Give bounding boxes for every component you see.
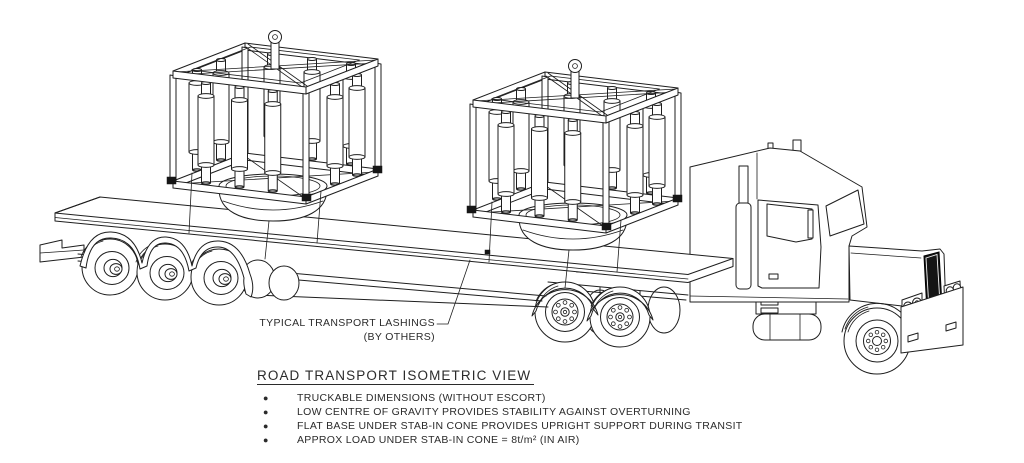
drive-fender-2 — [586, 292, 654, 322]
drive-wheel-1 — [534, 281, 596, 343]
note-text: FLAT BASE UNDER STAB-IN CONE PROVIDES UP… — [297, 420, 743, 432]
note-item: ● APPROX LOAD UNDER STAB-IN CONE = 8t/m²… — [263, 433, 743, 447]
trailer-deck — [54, 196, 734, 283]
trailer-bogie — [39, 231, 549, 308]
note-text: LOW CENTRE OF GRAVITY PROVIDES STABILITY… — [297, 406, 691, 418]
bullet-icon: ● — [263, 435, 269, 445]
trailer-wheel-1 — [80, 237, 139, 296]
trailer-wheel-3 — [189, 247, 248, 306]
lashings-callout-line2: (BY OTHERS) — [363, 331, 435, 343]
bullet-icon: ● — [263, 421, 269, 431]
note-text: TRUCKABLE DIMENSIONS (WITHOUT ESCORT) — [297, 392, 546, 404]
side-mirror — [807, 209, 814, 239]
far-trailer-wheel — [268, 265, 300, 301]
cab-body — [689, 147, 868, 303]
lashings-callout: TYPICAL TRANSPORT LASHINGS (BY OTHERS) — [259, 316, 435, 344]
leader-line — [436, 259, 471, 325]
steer-wheel — [843, 306, 911, 375]
lashing-anchor — [484, 249, 491, 255]
trailer-fender — [79, 231, 254, 298]
note-item: ● FLAT BASE UNDER STAB-IN CONE PROVIDES … — [263, 419, 743, 433]
note-item: ● LOW CENTRE OF GRAVITY PROVIDES STABILI… — [263, 405, 743, 419]
fuel-tank — [752, 313, 822, 341]
trailer-wheel-2 — [135, 242, 194, 301]
exhaust-muffler — [735, 202, 752, 290]
lashings-callout-line1: TYPICAL TRANSPORT LASHINGS — [259, 317, 435, 329]
gooseneck-end — [39, 239, 85, 263]
windshield — [825, 189, 865, 237]
drive-wheel-2 — [589, 286, 651, 348]
exhaust-stack — [738, 165, 749, 205]
note-text: APPROX LOAD UNDER STAB-IN CONE = 8t/m² (… — [297, 434, 580, 446]
cab-door — [757, 199, 822, 289]
door-window — [766, 203, 813, 243]
note-item: ● TRUCKABLE DIMENSIONS (WITHOUT ESCORT) — [263, 391, 743, 405]
bullet-icon: ● — [263, 407, 269, 417]
front-bumper — [900, 286, 964, 354]
door-handle — [768, 273, 779, 280]
notes-list: ● TRUCKABLE DIMENSIONS (WITHOUT ESCORT) … — [263, 391, 743, 447]
bullet-icon: ● — [263, 393, 269, 403]
drawing-title: ROAD TRANSPORT ISOMETRIC VIEW — [257, 368, 535, 385]
